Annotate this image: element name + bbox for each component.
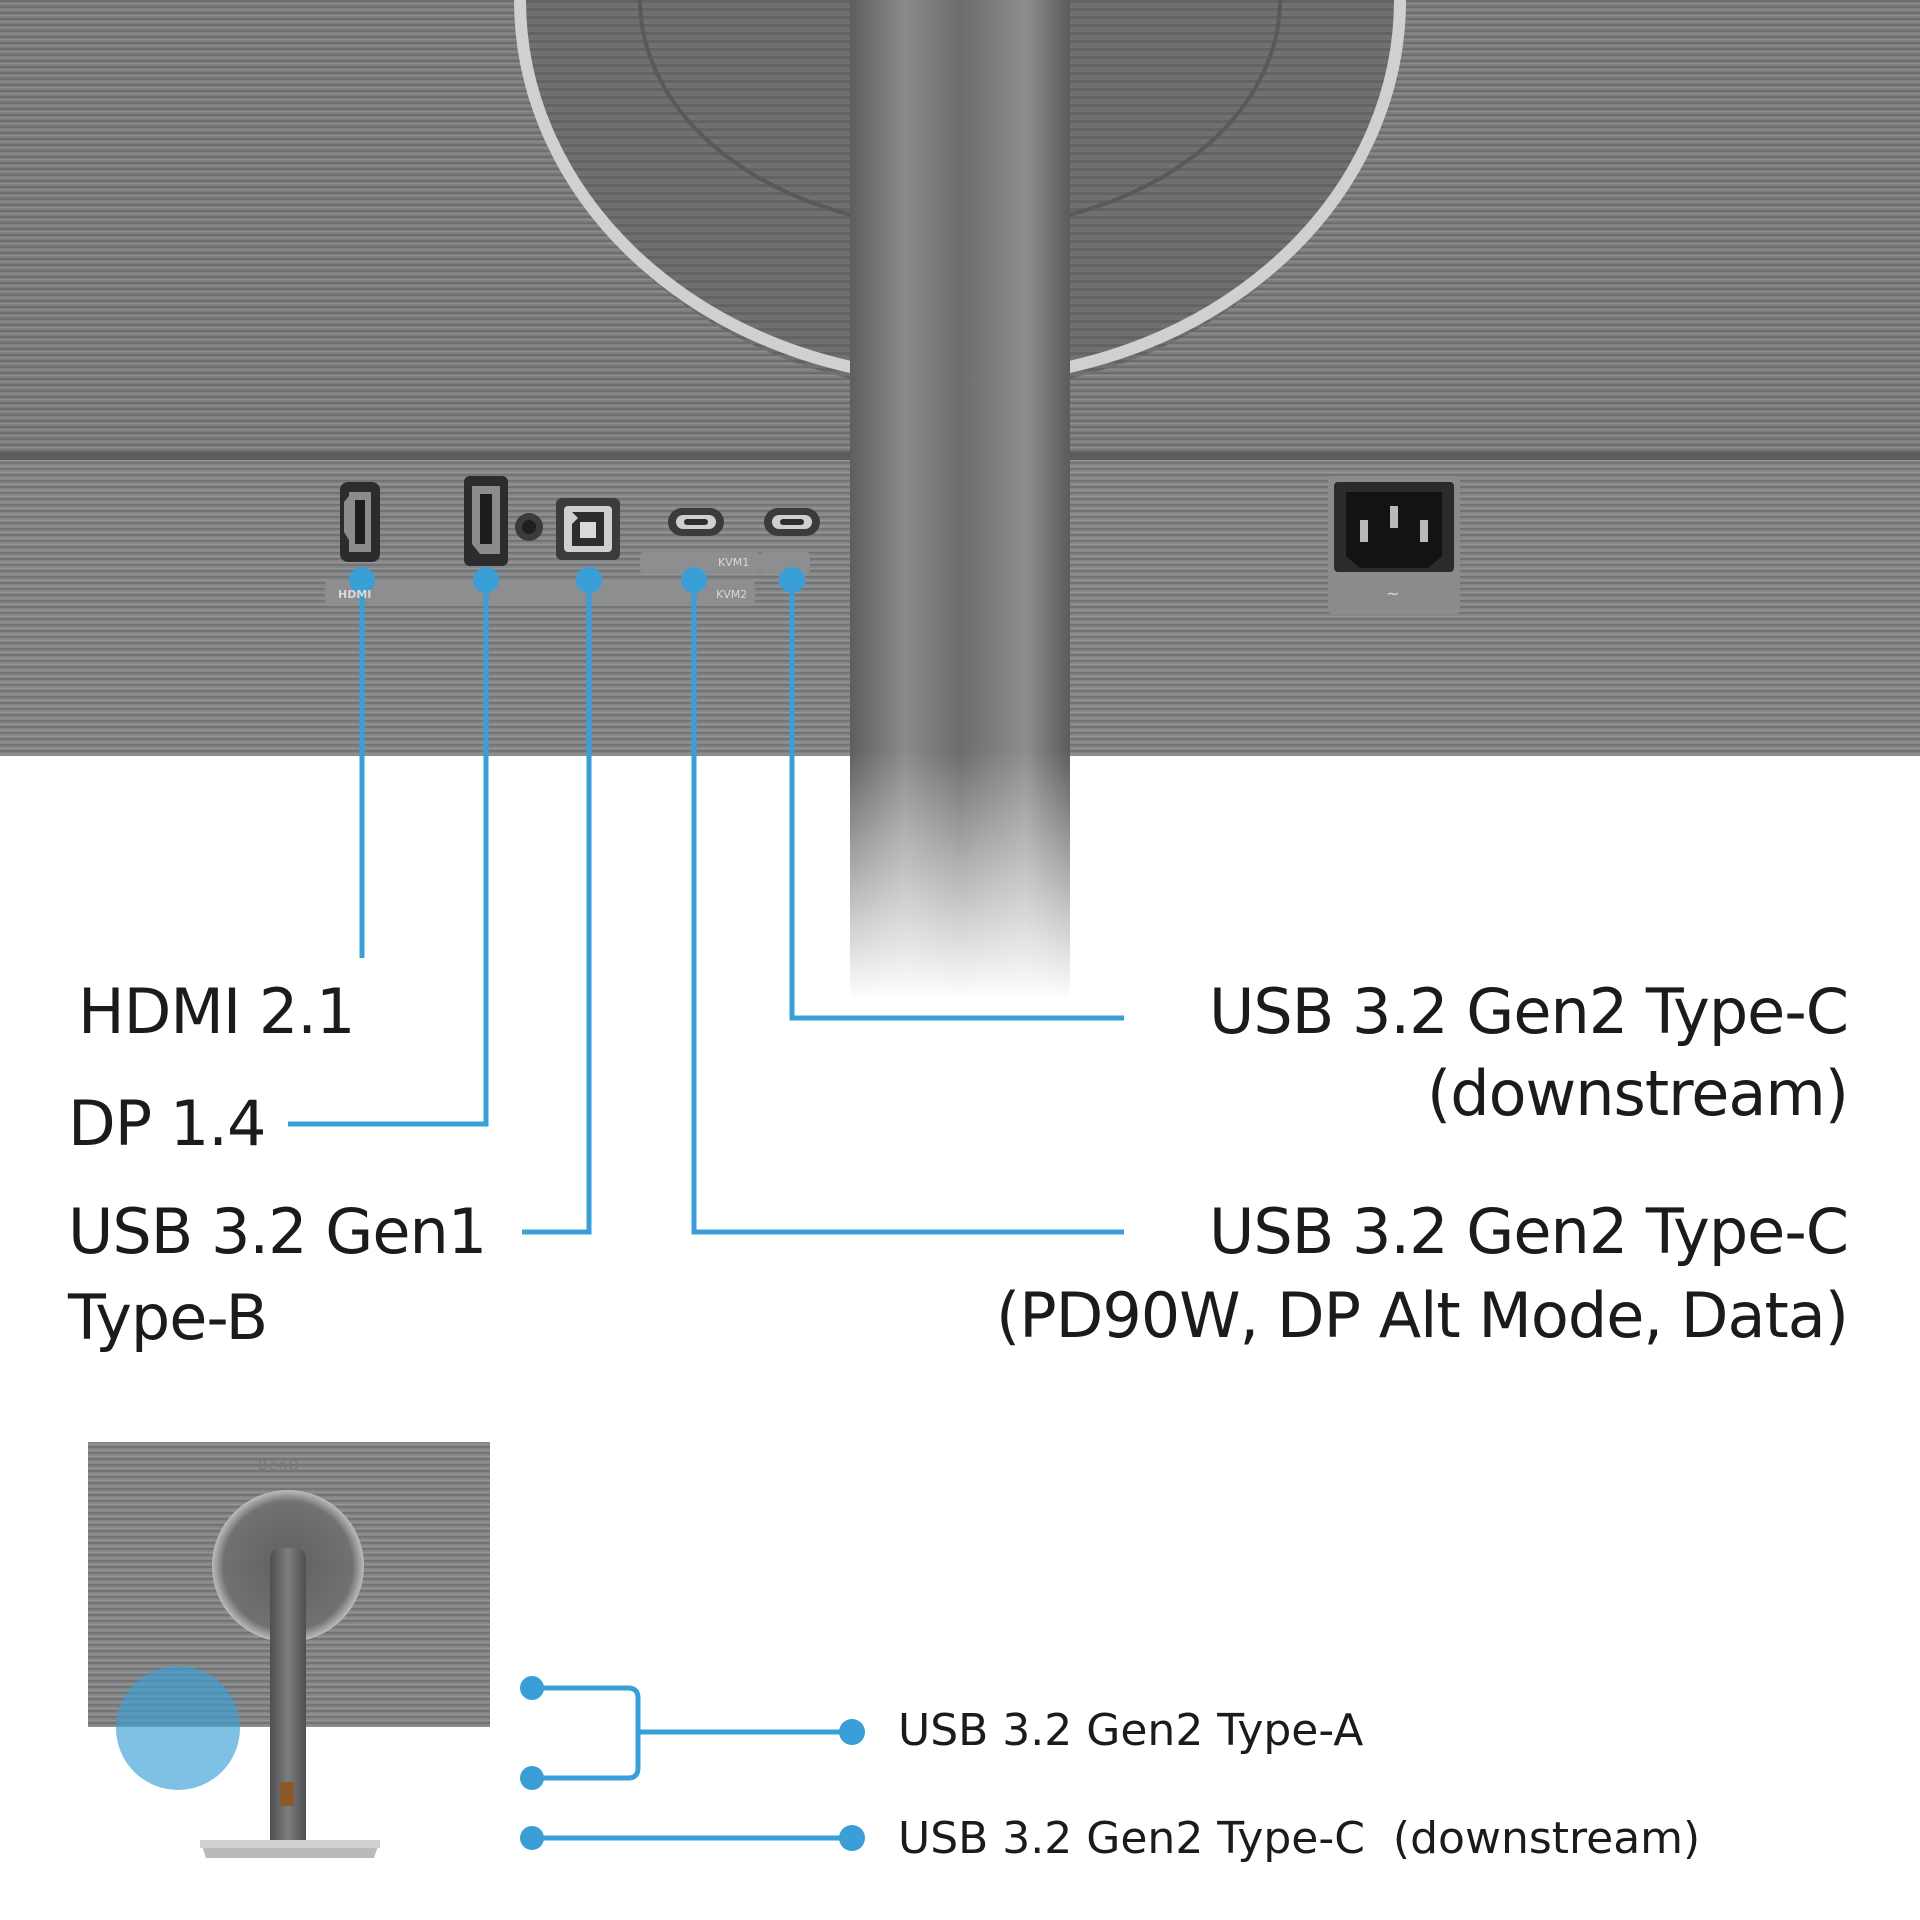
- displayport-icon: [464, 476, 508, 566]
- usbc-downstream-label-line2: (downstream): [1427, 1057, 1849, 1130]
- kvm2-marking: KVM2: [716, 588, 748, 601]
- usb-b-label-line1: USB 3.2 Gen1: [68, 1195, 487, 1268]
- usbc-pd-label-line2: (PD90W, DP Alt Mode, Data): [996, 1279, 1849, 1352]
- callout-lines: [288, 580, 1124, 1235]
- power-socket-icon: [1328, 476, 1460, 614]
- usbc-downstream-label-line1: USB 3.2 Gen2 Type-C: [1209, 975, 1849, 1048]
- usb-b-port-icon: [556, 498, 620, 560]
- inset-usb-a-label: USB 3.2 Gen2 Type-A: [898, 1705, 1364, 1756]
- inset-usb-c-label: USB 3.2 Gen2 Type-C (downstream): [898, 1813, 1701, 1864]
- highlight-marker: [116, 1666, 240, 1790]
- power-marking: ~: [1386, 584, 1400, 603]
- usb-b-label-line2: Type-B: [68, 1281, 268, 1354]
- dp-label: DP 1.4: [68, 1087, 266, 1160]
- mini-monitor-inset: [88, 1442, 490, 1858]
- usbc-pd-label-line1: USB 3.2 Gen2 Type-C: [1209, 1195, 1849, 1268]
- callout-dots: [349, 567, 805, 593]
- audio-jack-icon: [515, 513, 543, 541]
- hdmi-label: HDMI 2.1: [78, 975, 355, 1048]
- usb-c-port-icon: [668, 508, 724, 536]
- usb-c-port-icon: [764, 508, 820, 536]
- hdmi-port-icon: [340, 482, 380, 562]
- inset-callout-lines: [532, 1685, 852, 1841]
- hdmi-marking: HDMI: [338, 588, 372, 601]
- kvm1-marking: KVM1: [718, 556, 750, 569]
- inset-brand-logo: BenQ: [258, 1458, 301, 1474]
